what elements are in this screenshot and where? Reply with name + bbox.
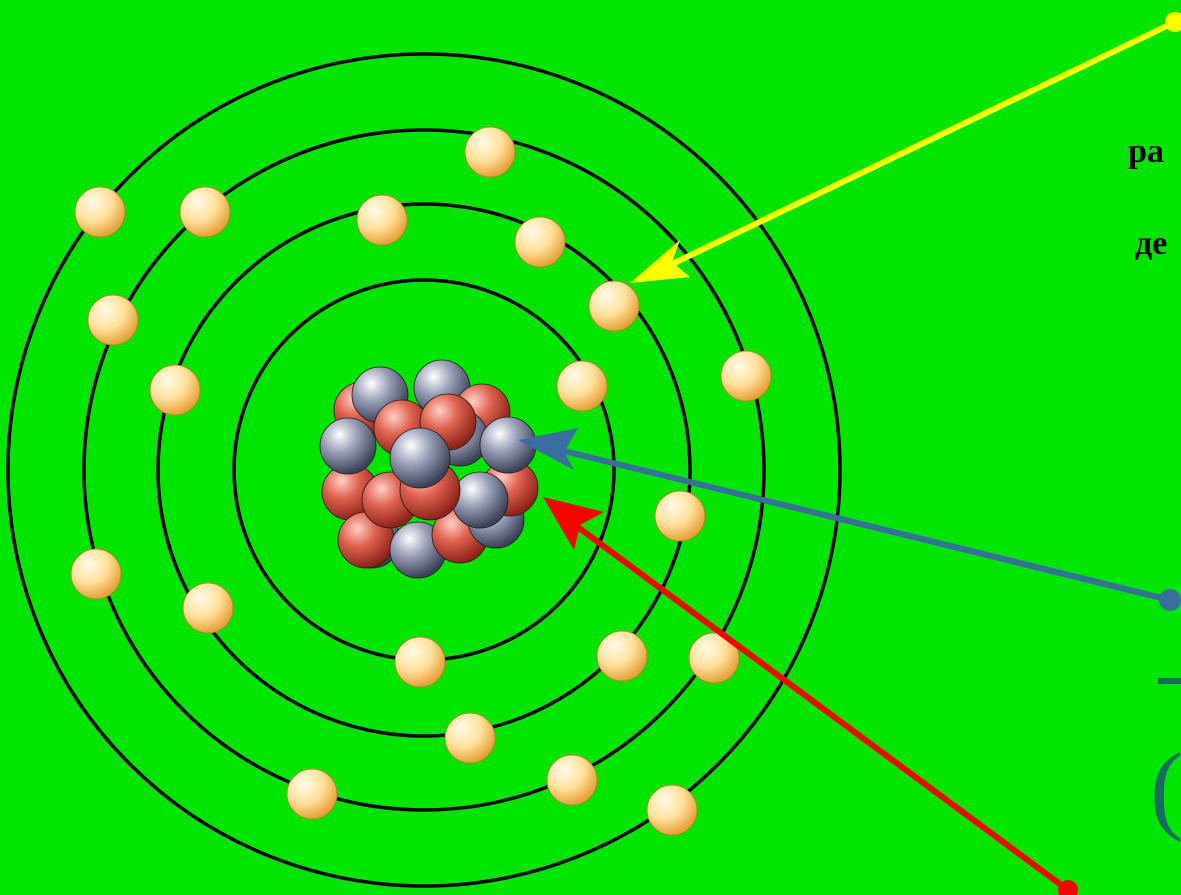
label-dash [1158,678,1181,684]
electron [394,636,446,688]
electron [74,186,126,238]
electron [596,630,648,682]
electron [688,632,740,684]
electron [444,712,496,764]
arrow-head-icon [543,497,604,550]
electron [182,582,234,634]
nucleus [319,359,539,579]
electron [179,186,231,238]
electron [654,490,706,542]
electron [556,360,608,412]
neutron-sphere [319,417,377,475]
electron [149,364,201,416]
electron [546,754,598,806]
electron [70,548,122,600]
label-line-1: ра [1128,133,1164,170]
neutron-sphere [389,427,451,489]
arrow-head-icon [630,240,690,283]
electron [356,194,408,246]
orbit-2 [156,202,692,738]
orbit-3 [82,128,766,812]
label-paren: ( [1150,732,1181,843]
arrow-proton [543,497,1078,895]
electron [720,350,772,402]
electron [464,126,516,178]
electron-group [70,126,772,836]
neutron-sphere [451,471,509,529]
arrow-electron [630,12,1181,283]
electron [286,768,338,820]
arrow-head-icon [518,428,578,470]
electron [588,280,640,332]
electron [646,784,698,836]
label-line-2: де [1135,225,1168,262]
electron [514,216,566,268]
arrow-neutron [518,428,1181,611]
electron [87,294,139,346]
orbit-4 [6,52,842,888]
